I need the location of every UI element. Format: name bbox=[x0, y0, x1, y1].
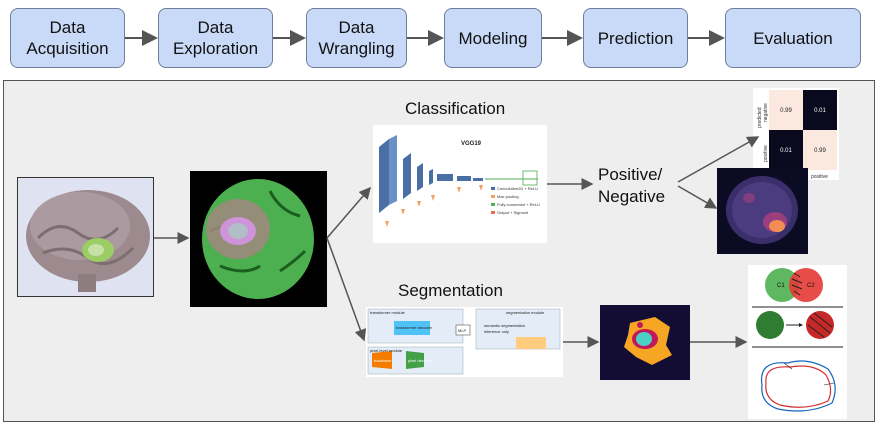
result-label: Positive/ Negative bbox=[598, 165, 666, 206]
classification-heatmap-image bbox=[717, 168, 808, 254]
vgg19-legend-item: Fully connected + ReLU bbox=[497, 202, 540, 207]
vgg19-legend-item: Output + Sigmoid bbox=[497, 210, 528, 215]
brain-3d-image bbox=[17, 177, 154, 297]
seg-box-mlp: MLP bbox=[458, 328, 467, 333]
vgg19-legend-item: Convolution2D + ReLU bbox=[497, 186, 538, 191]
seg-header-segmentation: segmentation module bbox=[506, 310, 545, 315]
confusion-row-label: negative bbox=[763, 103, 769, 122]
seg-box-transformer-decoder: transformer decoder bbox=[396, 325, 433, 330]
segmentation-architecture-diagram: transformer module segmentation module p… bbox=[366, 307, 563, 377]
step-data-exploration: Data Exploration bbox=[158, 8, 273, 68]
venn-c1: C1 bbox=[777, 283, 785, 289]
seg-box-inference-only: inference only bbox=[484, 329, 509, 334]
vgg19-diagram: VGG19 Convolution2D + ReLU Max pooling F… bbox=[373, 125, 547, 243]
step-modeling: Modeling bbox=[444, 8, 542, 68]
segmentation-output-image bbox=[600, 305, 690, 380]
pipeline-arrows bbox=[125, 30, 725, 46]
confusion-cell: 0.99 bbox=[814, 148, 826, 154]
seg-box-semantic-segmentation: semantic segmentation bbox=[484, 323, 525, 328]
evaluation-figure: C1 C2 bbox=[748, 265, 847, 419]
step-data-acquisition: Data Acquisition bbox=[10, 8, 125, 68]
classification-title: Classification bbox=[405, 99, 506, 118]
seg-box-pixel-decoder: pixel decoder bbox=[408, 358, 432, 363]
step-data-wrangling: Data Wrangling bbox=[306, 8, 407, 68]
confusion-cell: 0.01 bbox=[780, 148, 792, 154]
confusion-cell: 0.99 bbox=[780, 108, 792, 114]
vgg19-legend-item: Max pooling bbox=[497, 194, 519, 199]
confusion-matrix: 0.99 0.01 0.01 0.99 predicted negative p… bbox=[753, 88, 839, 180]
confusion-col-label: positive bbox=[811, 174, 828, 180]
seg-header-pixel: pixel-level module bbox=[370, 348, 403, 353]
venn-c2: C2 bbox=[807, 283, 815, 289]
mri-slice-image bbox=[190, 171, 327, 307]
seg-header-transformer: transformer module bbox=[370, 310, 405, 315]
confusion-cell: 0.01 bbox=[814, 108, 826, 114]
seg-box-backbone: backbone bbox=[374, 358, 392, 363]
step-evaluation: Evaluation bbox=[725, 8, 861, 68]
step-prediction: Prediction bbox=[583, 8, 688, 68]
segmentation-title: Segmentation bbox=[398, 281, 503, 300]
confusion-row-label: positive bbox=[763, 145, 769, 162]
confusion-axis-label: predicted bbox=[757, 107, 763, 128]
vgg19-title: VGG19 bbox=[461, 141, 482, 147]
